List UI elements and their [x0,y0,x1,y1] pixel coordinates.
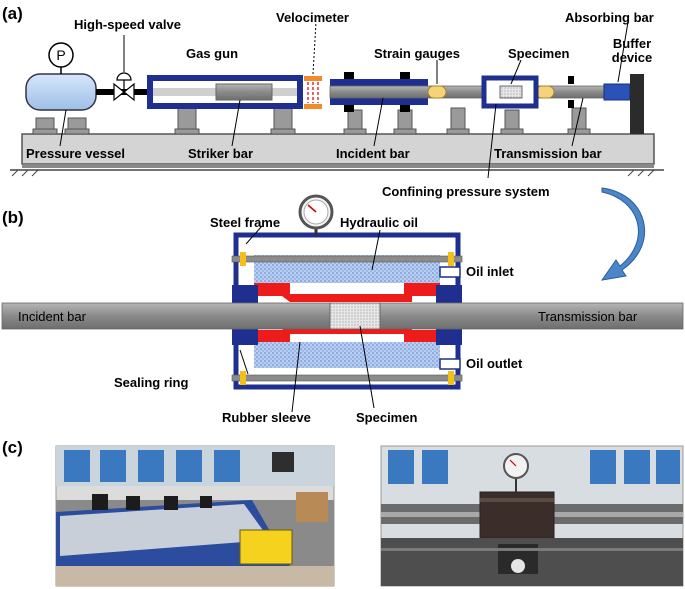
tie-rod-top [231,255,463,263]
specimen-leader-line [510,59,522,85]
label-sealing-ring: Sealing ring [114,375,188,390]
clamp [344,72,354,79]
label-absorbing-bar: Absorbing bar [565,10,654,25]
leader-line [59,109,67,147]
transmission-bar [379,302,684,330]
gauge-needle [307,204,317,213]
nut [240,371,246,385]
pressure-vessel [25,73,97,111]
bar-supports [32,105,591,135]
end-cap-right-top [436,285,462,305]
label-gas-gun: Gas gun [186,46,238,61]
leader-line [487,103,497,179]
end-cap-left-bottom [232,325,258,345]
label-oil-inlet: Oil inlet [466,264,514,279]
pressure-symbol: P [56,47,65,63]
panel-b: (b) [1,194,684,425]
incident-bar [1,302,331,330]
leader-line [231,99,241,147]
photo-lab-overview [55,445,335,587]
tie-rod-bottom [231,374,463,382]
leader-line [571,97,584,147]
leader-line [239,349,249,375]
label-steel-frame: Steel frame [210,215,280,230]
photo-confining-chamber [380,445,684,587]
strain-gauge [535,85,555,99]
panel-c: (c) [2,438,684,587]
clamp [344,105,354,112]
panel-a: (a) P [2,4,664,281]
clamp [400,72,410,79]
base-platform [21,133,655,165]
label-strain-gauges: Strain gauges [374,46,460,61]
panel-a-label: (a) [2,4,23,23]
oil-inlet-port [439,266,461,278]
label-confining-pressure-system: Confining pressure system [382,184,550,199]
nut [448,371,454,385]
leader-line [245,225,263,245]
striker-bar [215,83,273,101]
strain-gauge [427,85,447,99]
rubber-sleeve-top [254,283,440,302]
label-incident-bar: Incident bar [336,146,410,161]
rubber-sleeve-bottom [254,326,440,342]
label-striker-bar: Striker bar [188,146,253,161]
absorbing-bar [603,83,631,101]
leader-line [359,325,375,409]
label-specimen: Specimen [356,410,417,425]
label-incident-bar: Incident bar [18,309,87,324]
label-transmission-bar: Transmission bar [494,146,602,161]
end-cap-right-bottom [436,325,462,345]
label-oil-outlet: Oil outlet [466,356,523,371]
buffer-device [630,74,644,134]
end-cap-left-top [232,285,258,305]
specimen [329,302,381,330]
label-pressure-vessel: Pressure vessel [26,146,125,161]
clamp [568,76,574,84]
absorbing-bar-leader-line [617,21,629,83]
label-velocimeter: Velocimeter [276,10,349,25]
pressure-gauge-icon [48,42,74,68]
panel-b-label: (b) [2,208,24,227]
incident-bar [329,85,605,99]
specimen [499,85,523,99]
base-platform-shadow [22,164,654,168]
leader-line [371,229,381,271]
nut [240,252,246,266]
label-rubber-sleeve: Rubber sleeve [222,410,311,425]
hydraulic-oil-bottom [254,342,440,368]
label-high-speed-valve: High-speed valve [74,17,181,32]
label-buffer-device-line2: device [612,50,652,65]
high-speed-valve-icon [113,72,135,102]
ground-hatching [11,169,655,177]
label-buffer-device-line1: Buffer [613,36,651,51]
oil-outlet-port [439,358,461,370]
panel-c-label: (c) [2,438,23,457]
leader-line [373,97,384,147]
label-transmission-bar: Transmission bar [538,309,638,324]
clamp [400,105,410,112]
velocimeter-icon [304,76,322,109]
leader-line [291,341,301,413]
nut [448,252,454,266]
label-hydraulic-oil: Hydraulic oil [340,215,418,230]
label-specimen: Specimen [508,46,569,61]
clamp [568,100,574,108]
velocimeter-leader-line [312,21,317,75]
zoom-arrow-icon [600,187,646,281]
